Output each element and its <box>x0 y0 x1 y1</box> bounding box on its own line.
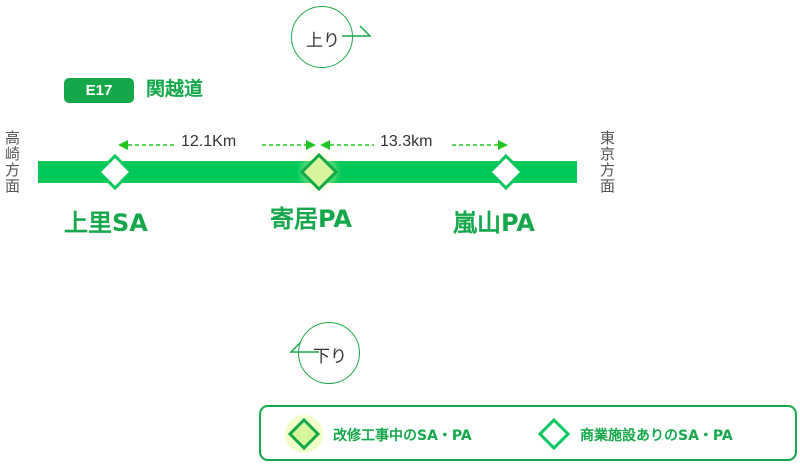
station-name-kamisato: 上里SA <box>64 209 148 237</box>
upbound-direction-circle <box>291 6 353 68</box>
left-direction-label: 高崎方面 <box>3 130 21 194</box>
route-badge: E17 <box>64 78 134 103</box>
right-direction-label: 東京方面 <box>598 130 616 194</box>
route-name: 関越道 <box>146 78 204 100</box>
legend-commercial-icon <box>537 417 571 451</box>
distance-label-2: 13.3km <box>380 133 433 150</box>
legend-box <box>259 405 797 461</box>
distance-label-1: 12.1Km <box>181 133 237 150</box>
upbound-arrow-icon <box>342 25 372 37</box>
distance-arrows <box>118 140 508 150</box>
station-marker-kamisato <box>96 153 134 191</box>
station-marker-ranzan <box>487 153 525 191</box>
downbound-direction-circle <box>298 322 360 384</box>
downbound-direction-label: 下り <box>313 347 347 367</box>
station-marker-yorii <box>296 149 342 195</box>
legend-renovation-label: 改修工事中のSA・PA <box>333 428 472 444</box>
upbound-direction-label: 上り <box>306 31 340 51</box>
station-name-yorii: 寄居PA <box>270 205 352 233</box>
legend-commercial-label: 商業施設ありのSA・PA <box>580 428 733 444</box>
downbound-arrow-icon <box>289 341 319 353</box>
station-name-ranzan: 嵐山PA <box>453 209 535 237</box>
legend-renovation-icon <box>285 415 323 453</box>
